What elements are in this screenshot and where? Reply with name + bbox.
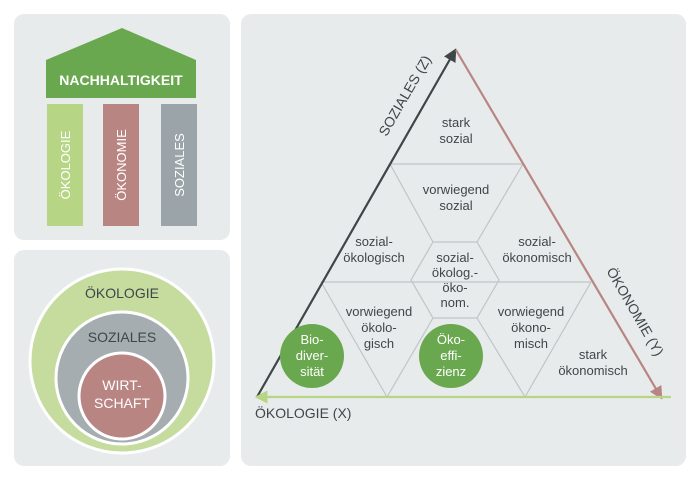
outer-circle-label: ÖKOLOGIE	[85, 284, 159, 301]
inner-circle	[77, 351, 167, 441]
badge-biodiversity-line3: sität	[300, 364, 324, 379]
pillar-ecology	[47, 104, 83, 226]
cell-left-mid-line2: ökologisch	[343, 250, 404, 265]
roof-shape	[46, 28, 196, 98]
cell-center-line1: sozial-	[436, 250, 474, 265]
inner-circle-label-1: WIRT-	[102, 377, 142, 393]
axis-x-label: ÖKOLOGIE (X)	[255, 404, 351, 421]
cell-upper-mid-line1: vorwiegend	[423, 182, 490, 197]
cell-top-line1: stark	[442, 115, 471, 130]
pillar-ecology-label: ÖKOLOGIE	[58, 130, 73, 199]
triangle-panel: SOZIALES (Z) ÖKONOMIE (Y) ÖKOLOGIE (X) s…	[241, 14, 686, 466]
cell-center-line4: nom.	[441, 295, 470, 310]
axis-z-label: SOZIALES (Z)	[375, 52, 434, 138]
cell-left-mid-line1: sozial-	[355, 234, 393, 249]
cell-bottom-right-line1: stark	[579, 347, 608, 362]
pillars-panel: NACHHALTIGKEIT ÖKOLOGIE ÖKONOMIE SOZIALE…	[14, 14, 230, 240]
badge-biodiversity-line1: Bio-	[300, 332, 323, 347]
badge-eco-efficiency-line1: Öko-	[437, 332, 465, 347]
circles-panel: ÖKOLOGIE SOZIALES WIRT- SCHAFT	[14, 250, 230, 466]
inner-circle-label-2: SCHAFT	[94, 395, 150, 411]
badge-eco-efficiency	[419, 324, 483, 388]
cell-bottom-right-line2: ökonomisch	[558, 363, 627, 378]
pillar-social	[161, 104, 197, 226]
cell-lower-right-line1: vorwiegend	[498, 304, 565, 319]
badge-biodiversity-line2: diver-	[296, 348, 329, 363]
cell-center-line2: ökolog.-	[432, 265, 478, 280]
pillar-economy-label: ÖKONOMIE	[114, 129, 129, 201]
badge-eco-efficiency-line2: effi-	[440, 348, 461, 363]
roof-label: NACHHALTIGKEIT	[59, 72, 183, 88]
circles-diagram: ÖKOLOGIE SOZIALES WIRT- SCHAFT	[28, 267, 216, 455]
axis-y-arrow	[455, 49, 663, 400]
cell-right-mid-line2: ökonomisch	[502, 250, 571, 265]
pillars-diagram: NACHHALTIGKEIT ÖKOLOGIE ÖKONOMIE SOZIALE…	[46, 28, 197, 226]
triangle-diagram: SOZIALES (Z) ÖKONOMIE (Y) ÖKOLOGIE (X) s…	[254, 48, 671, 421]
cell-lower-right-line3: misch	[514, 336, 548, 351]
cell-top-line2: sozial	[439, 131, 472, 146]
cell-lower-left-line2: ökolo-	[361, 320, 396, 335]
axis-y-label: ÖKONOMIE (Y)	[604, 264, 669, 359]
cell-lower-right-line2: ökono-	[511, 320, 551, 335]
cell-right-mid-line1: sozial-	[518, 234, 556, 249]
cell-lower-left-line3: gisch	[364, 336, 394, 351]
pillar-social-label: SOZIALES	[172, 133, 187, 197]
badge-biodiversity	[280, 324, 344, 388]
triangle-grid	[320, 163, 592, 398]
badge-eco-efficiency-line3: zienz	[436, 364, 466, 379]
cell-lower-left-line1: vorwiegend	[346, 304, 413, 319]
pillar-economy	[103, 104, 139, 226]
middle-circle-label: SOZIALES	[88, 329, 156, 345]
cell-center-line3: öko-	[442, 280, 467, 295]
cell-upper-mid-line2: sozial	[439, 198, 472, 213]
